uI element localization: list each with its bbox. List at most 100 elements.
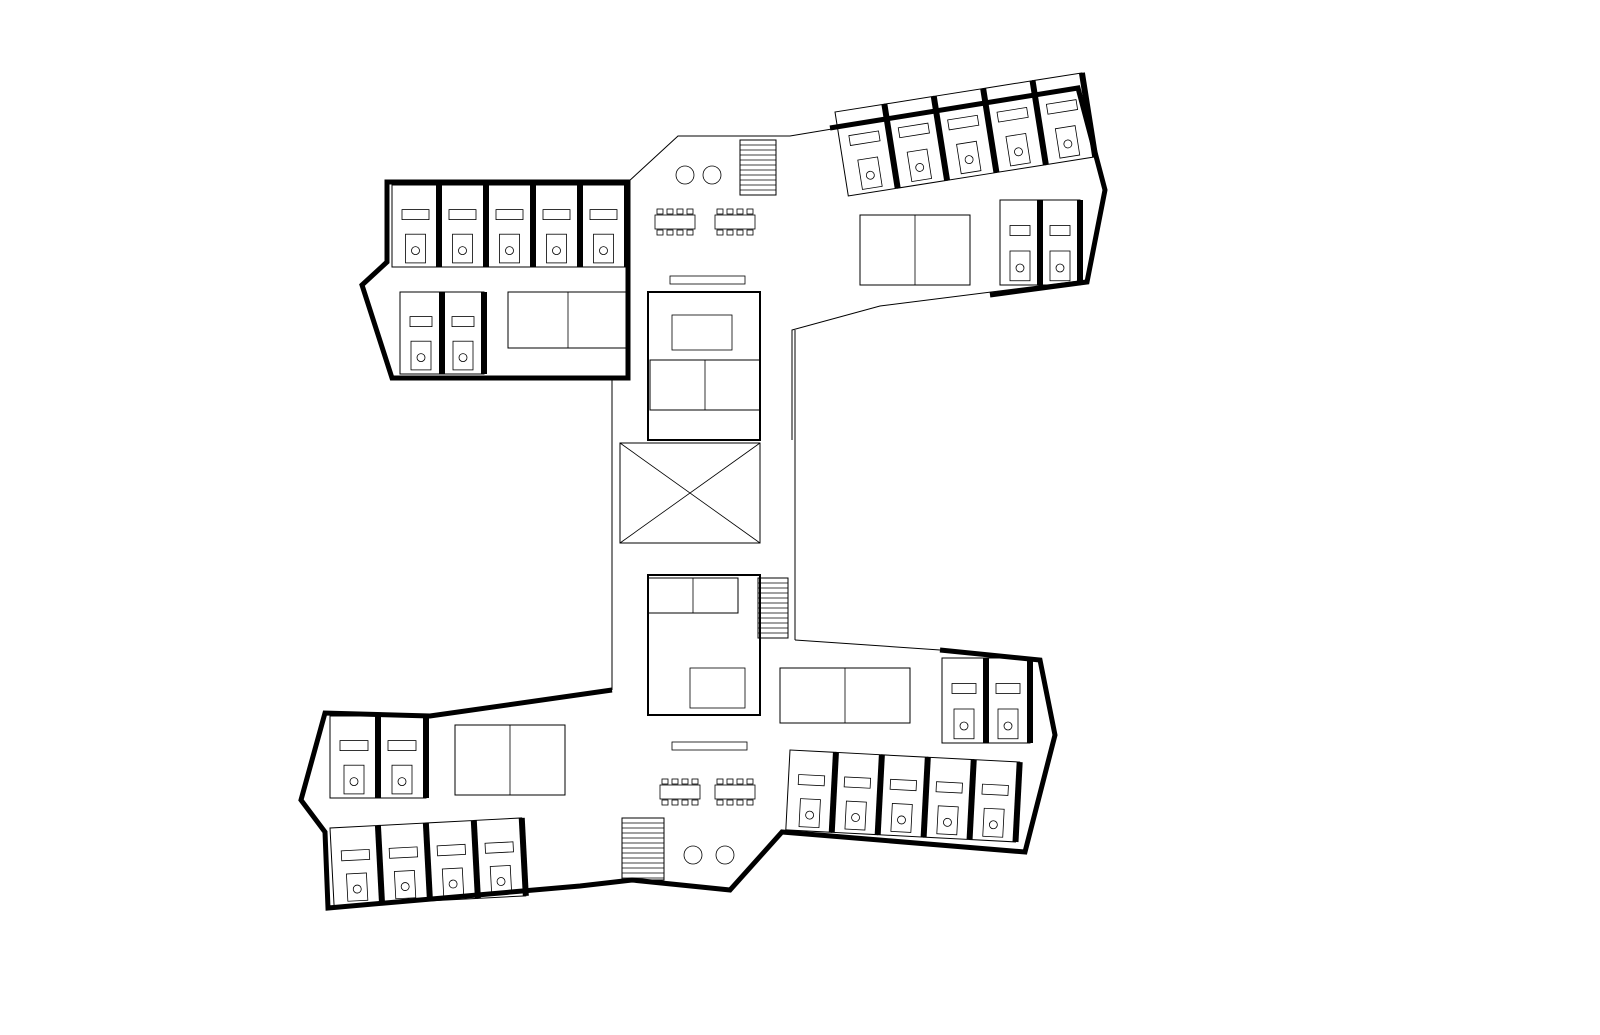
room-row xyxy=(391,184,630,268)
bathroom xyxy=(393,870,417,900)
bathroom xyxy=(798,798,821,829)
bed xyxy=(484,841,514,854)
bathroom xyxy=(857,156,883,190)
chair xyxy=(746,208,754,215)
bathroom xyxy=(452,233,473,264)
room-wall xyxy=(518,817,529,897)
toilet-icon xyxy=(496,877,506,886)
bathroom xyxy=(546,233,567,264)
chair xyxy=(746,778,754,785)
toilet-icon xyxy=(964,155,974,165)
bathroom xyxy=(890,803,913,833)
toilet-icon xyxy=(1003,721,1013,731)
toilet-icon xyxy=(552,246,561,256)
bathroom xyxy=(1049,250,1071,282)
north-east-wing xyxy=(627,85,1108,440)
bathroom xyxy=(1054,125,1081,159)
round-table xyxy=(683,845,703,865)
chair xyxy=(736,208,744,215)
chair xyxy=(726,229,734,236)
bathroom xyxy=(343,764,365,795)
bathroom xyxy=(953,708,975,740)
patient-room xyxy=(329,824,383,907)
toilet-icon xyxy=(959,721,969,731)
south-wing xyxy=(298,639,1058,911)
bed xyxy=(339,740,369,751)
toilet-icon xyxy=(400,882,410,891)
stair-outline xyxy=(621,817,665,881)
counter xyxy=(671,741,748,751)
toilet-icon xyxy=(1055,263,1065,273)
dining-table xyxy=(659,784,701,800)
bed xyxy=(848,130,881,146)
chair xyxy=(671,778,679,785)
toilet-icon xyxy=(805,810,815,820)
chair xyxy=(736,799,744,806)
bed xyxy=(589,209,618,221)
patient-room xyxy=(785,749,837,833)
chair xyxy=(661,799,669,806)
patient-room xyxy=(877,754,929,838)
meeting-room-table xyxy=(689,667,746,709)
bed xyxy=(996,107,1029,123)
patient-room xyxy=(923,756,975,841)
bed xyxy=(388,846,419,859)
toilet-icon xyxy=(1015,263,1025,273)
room-row xyxy=(329,817,529,907)
chair xyxy=(716,778,724,785)
bed xyxy=(436,843,466,857)
bed xyxy=(897,122,930,139)
dining-table xyxy=(714,214,756,230)
chair xyxy=(681,778,689,785)
chair xyxy=(676,229,684,236)
chair xyxy=(656,229,664,236)
bed xyxy=(995,683,1021,694)
patient-room xyxy=(969,759,1021,843)
room-row xyxy=(834,72,1099,197)
toilet-icon xyxy=(988,820,998,830)
chair xyxy=(746,229,754,236)
stair xyxy=(621,817,665,881)
toilet-icon xyxy=(943,817,952,827)
central-spine xyxy=(611,291,796,716)
dining-table xyxy=(714,784,756,800)
toilet-icon xyxy=(505,246,514,256)
toilet-icon xyxy=(865,170,875,180)
chair xyxy=(736,778,744,785)
bathroom xyxy=(982,807,1005,838)
bed xyxy=(889,778,917,792)
bed xyxy=(843,776,872,789)
chair xyxy=(716,208,724,215)
patient-rooms xyxy=(329,72,1099,907)
toilet-icon xyxy=(448,879,458,889)
round-table xyxy=(715,845,735,865)
bathroom xyxy=(936,805,959,836)
bed xyxy=(1049,225,1071,236)
patient-room xyxy=(377,822,431,904)
chair xyxy=(681,799,689,806)
toilet-icon xyxy=(1014,147,1023,157)
bed xyxy=(401,209,430,221)
toilet-icon xyxy=(851,813,860,822)
room-wall xyxy=(1078,72,1099,158)
bathroom xyxy=(391,764,413,795)
room-row xyxy=(941,657,1033,744)
bed xyxy=(1009,225,1031,236)
atrium-void xyxy=(619,442,761,544)
chair xyxy=(726,778,734,785)
toilet-icon xyxy=(915,163,925,172)
chair xyxy=(661,778,669,785)
bed xyxy=(387,740,417,751)
round-table xyxy=(675,165,695,185)
toilet-icon xyxy=(458,353,468,363)
chair xyxy=(716,229,724,236)
bed xyxy=(797,774,826,787)
room-wall xyxy=(481,292,487,374)
stair xyxy=(757,577,789,639)
round-table xyxy=(702,165,722,185)
patient-room xyxy=(831,751,883,836)
bathroom xyxy=(1005,132,1031,167)
room-wall xyxy=(624,185,630,267)
stair-outline xyxy=(739,139,777,196)
